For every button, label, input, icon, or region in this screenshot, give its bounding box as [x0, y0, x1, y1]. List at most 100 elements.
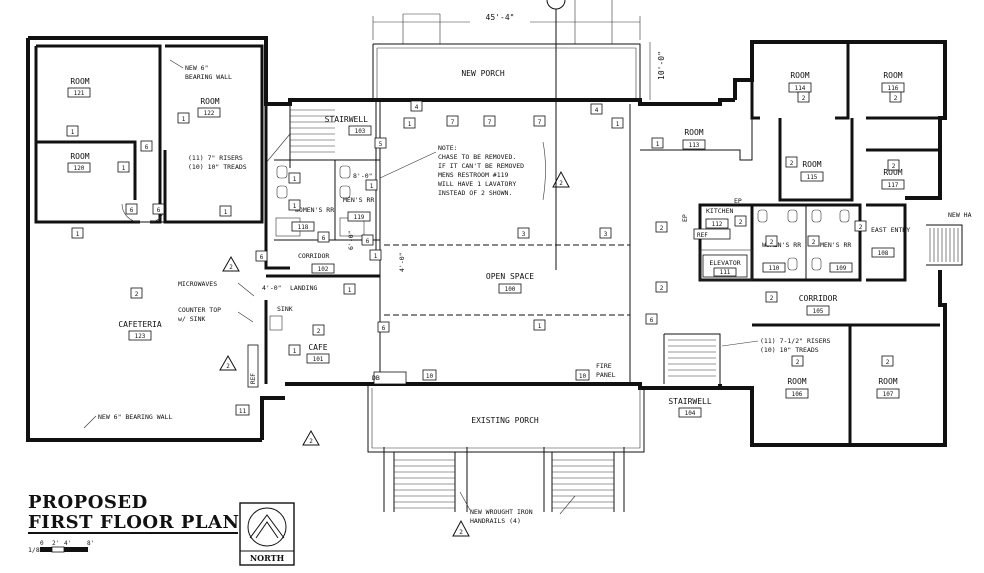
room-100-name: OPEN SPACE	[486, 272, 534, 281]
svg-text:2: 2	[886, 359, 890, 366]
svg-text:1: 1	[408, 121, 412, 128]
svg-text:7: 7	[538, 119, 542, 126]
room-121: ROOM 121	[67, 77, 91, 98]
room-101-name: CAFE	[308, 343, 327, 352]
revision-tag-a: 2	[229, 264, 233, 271]
room-105-name: CORRIDOR	[799, 294, 838, 303]
tag-1-g: 1	[611, 117, 624, 129]
room-121-name: ROOM	[70, 77, 89, 86]
svg-text:1: 1	[293, 176, 297, 183]
svg-text:2: 2	[660, 285, 664, 292]
svg-text:1: 1	[122, 165, 126, 172]
sink-label: SINK	[277, 305, 293, 313]
tag-2-m: 2	[797, 91, 810, 103]
room-108-name: EAST ENTRY	[871, 226, 910, 234]
north-arrow: NORTH	[239, 502, 295, 566]
room-102-name: CORRIDOR	[298, 252, 329, 260]
room-112-number: 112	[712, 221, 723, 228]
exterior-walls	[26, 36, 947, 447]
room-111-name: ELEVATOR	[709, 259, 740, 267]
room-109-number: 109	[836, 265, 847, 272]
tag-1-h: 1	[651, 137, 664, 149]
room-114-number: 114	[795, 85, 806, 92]
room-110-name: WOMEN'S RR	[762, 241, 801, 249]
tag-5: 5	[374, 137, 387, 149]
svg-text:6: 6	[650, 317, 654, 324]
room-103-name: STAIRWELL	[325, 115, 369, 124]
tag-6-e: 6	[361, 234, 374, 246]
room-105-number: 105	[813, 308, 824, 315]
west-core: STAIRWELL 103 8'-0" WOMEN'S RR 118 MEN'S…	[262, 100, 381, 384]
tag-1-i: 1	[288, 172, 301, 184]
tag-2-d: 2	[655, 221, 668, 233]
svg-text:6: 6	[366, 238, 370, 245]
dim-45-4: 45'-4"	[486, 13, 515, 22]
tag-6-f: 6	[255, 250, 268, 262]
svg-text:1: 1	[293, 203, 297, 210]
tag-2-l: 2	[881, 355, 894, 367]
dim-landing-width: 4'-0"	[262, 284, 282, 292]
room-107-name: ROOM	[878, 377, 897, 386]
porch-steps	[383, 447, 625, 512]
svg-text:1: 1	[71, 129, 75, 136]
revision-tag-handrails: 2	[459, 529, 463, 536]
room-110-womens-rr: WOMEN'S RR 110	[757, 209, 801, 273]
counter-top-line2: w/ SINK	[178, 315, 205, 323]
room-106-name: ROOM	[787, 377, 806, 386]
svg-text:1: 1	[616, 121, 620, 128]
risers-east-line2: (10) 10" TREADS	[760, 346, 819, 354]
room-123-name: CAFETERIA	[118, 320, 162, 329]
room-120-name: ROOM	[70, 152, 89, 161]
svg-text:2: 2	[894, 95, 898, 102]
ref-label-cafeteria: REF	[250, 373, 257, 384]
tag-1-n: 1	[533, 319, 546, 331]
note-line-3: IF IT CAN'T BE REMOVED	[438, 162, 524, 170]
room-117-name: ROOM	[883, 168, 902, 177]
tag-6-h: 6	[645, 313, 658, 325]
room-107: ROOM 107	[876, 377, 900, 399]
room-115: ROOM 115	[800, 160, 824, 182]
tag-6-c: 6	[152, 203, 165, 215]
room-111-number: 111	[720, 269, 731, 276]
svg-text:1: 1	[293, 348, 297, 355]
tag-2-i: 2	[854, 220, 867, 232]
east-rooms: NEW HA	[640, 42, 972, 445]
tag-2-f: 2	[734, 215, 747, 227]
tag-1-o: 1	[288, 344, 301, 356]
tag-1-c: 1	[117, 161, 130, 173]
room-108-east-entry: EAST ENTRY 108	[871, 226, 910, 258]
svg-text:6: 6	[382, 325, 386, 332]
room-122-name: ROOM	[200, 97, 219, 106]
tag-3-a: 3	[517, 227, 530, 239]
svg-text:1: 1	[182, 116, 186, 123]
stair-103-treads	[290, 109, 335, 153]
svg-text:4: 4	[595, 107, 599, 114]
svg-text:7: 7	[451, 119, 455, 126]
tag-1-l: 1	[369, 249, 382, 261]
tag-2-o: 2	[887, 159, 900, 171]
svg-text:2: 2	[796, 359, 800, 366]
tag-4-a: 4	[410, 100, 423, 112]
tag-1-e: 1	[71, 227, 84, 239]
room-111-elevator: ELEVATOR 111	[702, 254, 748, 278]
tag-6-g: 6	[377, 321, 390, 333]
ref-label-kitchen: REF	[697, 232, 708, 239]
room-120-number: 120	[74, 165, 85, 172]
fire-panel-line2: PANEL	[596, 371, 616, 379]
revision-triangles: 2 2 2	[219, 255, 320, 446]
note-line-4: MENS RESTROOM #119	[438, 171, 509, 179]
title-line-2: FIRST FLOOR PLAN	[28, 512, 239, 533]
tag-7-c: 7	[533, 115, 546, 127]
svg-text:5: 5	[379, 141, 383, 148]
room-112-kitchen: KITCHEN 112 REF EP EP	[681, 197, 742, 240]
room-115-name: ROOM	[802, 160, 821, 169]
tag-7-b: 7	[483, 115, 496, 127]
tag-10-b: 10	[575, 369, 590, 381]
revision-tag-note: 2	[559, 180, 563, 187]
room-113-number: 113	[689, 142, 700, 149]
room-106-number: 106	[792, 391, 803, 398]
room-113-name: ROOM	[684, 128, 703, 137]
svg-text:1: 1	[76, 231, 80, 238]
tag-3-b: 3	[599, 227, 612, 239]
svg-text:6: 6	[145, 144, 149, 151]
